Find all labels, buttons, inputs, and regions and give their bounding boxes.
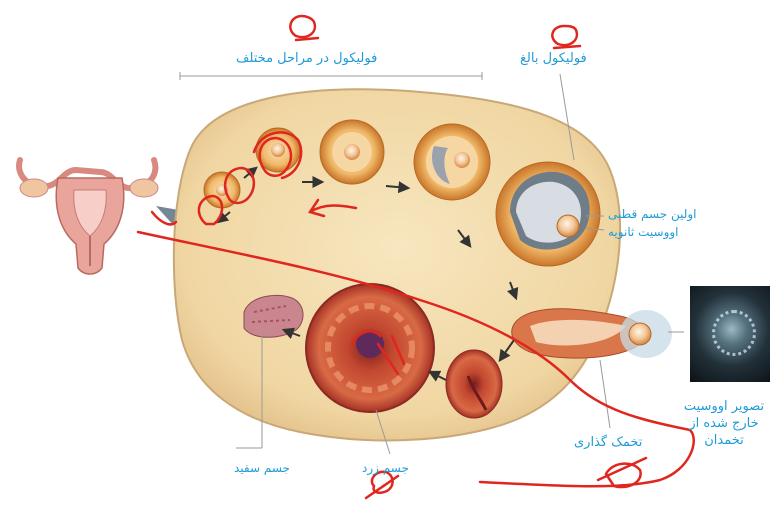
label-follicle-stages: فولیکول در مراحل مختلف [236, 50, 377, 67]
label-corpus-luteum: جسم زرد [362, 460, 409, 477]
label-released-oocyte-line2: خارج شده از [678, 415, 770, 432]
follicle-stage-3 [320, 120, 384, 184]
circle-number-1 [290, 16, 315, 37]
label-secondary-oocyte: اووسیت ثانویه [608, 224, 679, 241]
corpus-luteum [306, 284, 434, 412]
early-corpus-luteum [446, 350, 502, 418]
label-released-oocyte: تصویر اووسیت خارج شده از تخمدان [678, 398, 770, 449]
label-corpus-albicans: جسم سفید [234, 460, 290, 477]
follicle-stage-4 [414, 124, 490, 200]
label-released-oocyte-line1: تصویر اووسیت [678, 398, 770, 415]
released-oocyte-photo [690, 286, 770, 382]
ovulating-follicle [512, 309, 672, 358]
follicle-mature [496, 162, 600, 266]
circle-number-2 [552, 26, 577, 45]
label-released-oocyte-line3: تخمدان [678, 432, 770, 449]
label-ovulation: تخمک گذاری [574, 434, 642, 451]
uterus-illustration [19, 160, 158, 274]
label-mature-follicle: فولیکول بالغ [520, 50, 587, 67]
label-first-polar-body: اولین جسم قطبی [608, 206, 696, 223]
corpus-albicans [244, 295, 303, 337]
